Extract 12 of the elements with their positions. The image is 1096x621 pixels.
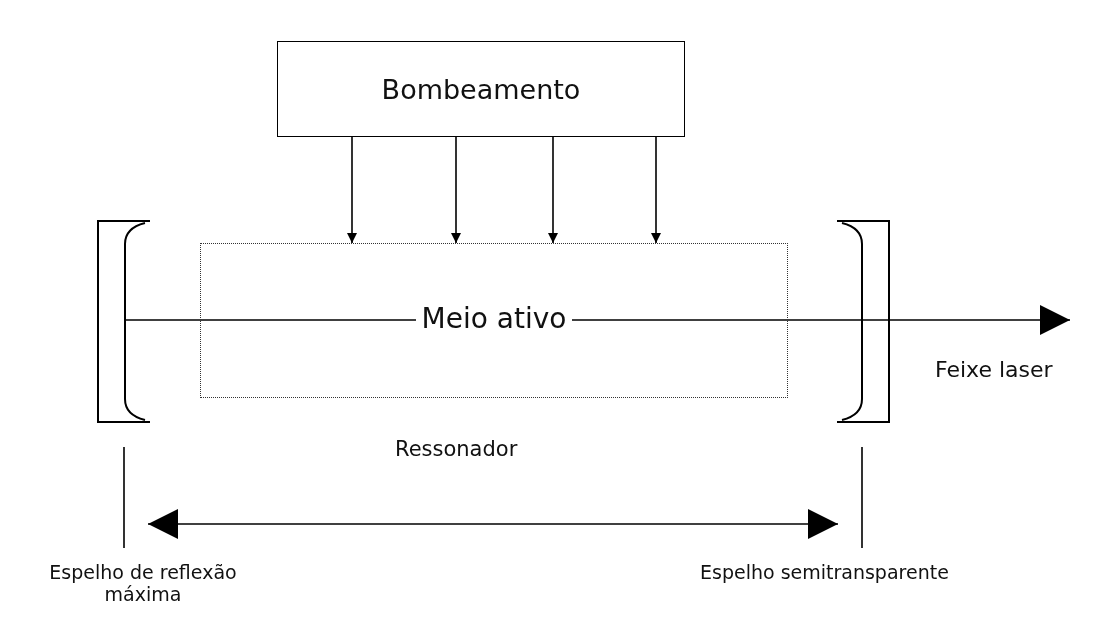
arrow [548, 136, 558, 244]
label-text: Espelho de reflexão máxima [48, 562, 238, 606]
arrow [651, 136, 661, 244]
process-box [277, 41, 685, 137]
active-medium-box [200, 243, 788, 398]
edge-label: Feixe laser [935, 357, 1053, 383]
mirror-drawing [836, 220, 890, 423]
mirror-drawing [97, 220, 151, 423]
arrow [451, 136, 461, 244]
label-text: Espelho semitransparente [700, 562, 949, 584]
arrow [347, 136, 357, 244]
label-text: Ressonador [395, 437, 518, 462]
